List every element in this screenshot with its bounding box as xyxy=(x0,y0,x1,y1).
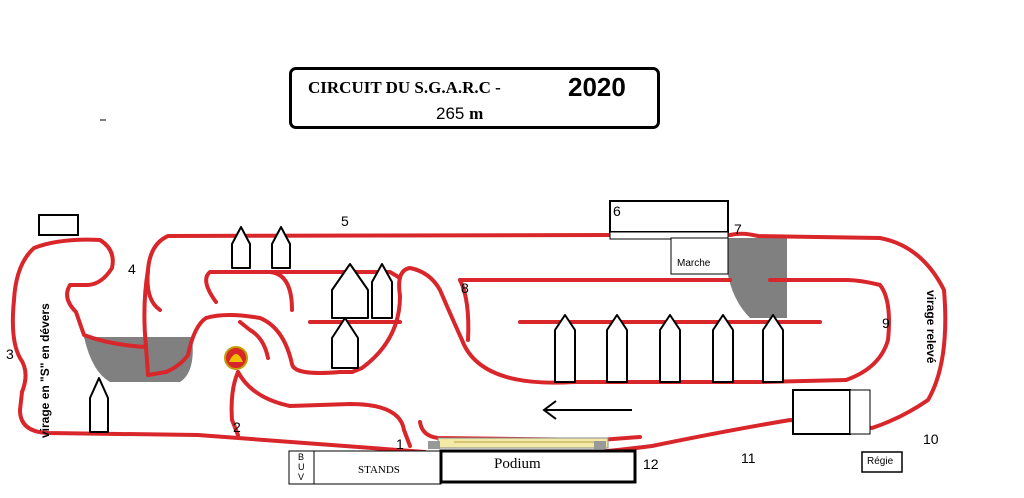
corner-9: 9 xyxy=(882,315,890,331)
title-box: CIRCUIT DU S.G.A.R.C - 2020 265 m xyxy=(289,67,660,129)
tent xyxy=(271,226,291,269)
tent xyxy=(712,314,734,383)
tent xyxy=(371,263,393,319)
corner-10: 10 xyxy=(923,431,939,447)
tent xyxy=(554,314,576,383)
corner-12: 12 xyxy=(643,456,659,472)
grey-surface-right xyxy=(727,238,787,318)
title-prefix: CIRCUIT DU S.G.A.R.C - xyxy=(308,78,501,97)
tent xyxy=(331,263,369,319)
shell-logo xyxy=(224,346,248,370)
tent xyxy=(231,226,251,269)
buv-v: V xyxy=(298,472,305,482)
corner-8: 8 xyxy=(461,280,469,296)
building-6 xyxy=(609,200,729,233)
corner-3: 3 xyxy=(6,346,14,362)
tent xyxy=(762,314,784,383)
grey-surface-left xyxy=(84,337,193,382)
building-6-shadow xyxy=(609,231,729,240)
marche-label: Marche xyxy=(677,258,711,269)
podium-label: Podium xyxy=(494,456,541,472)
stands-box xyxy=(313,450,442,485)
tent xyxy=(606,314,628,383)
buv-b: B xyxy=(298,452,305,462)
corner-2: 2 xyxy=(233,419,241,435)
corner-4: 4 xyxy=(128,261,136,277)
distance-value: 265 xyxy=(436,104,465,123)
virage-releve-label: virage relevé xyxy=(924,290,938,364)
box-top-left xyxy=(38,214,79,236)
tent xyxy=(89,377,109,433)
regie-box xyxy=(861,451,903,473)
corner-1: 1 xyxy=(396,436,404,452)
buv-box xyxy=(288,450,315,485)
regie-label: Régie xyxy=(867,456,894,467)
tents xyxy=(89,226,784,433)
corner-6: 6 xyxy=(613,203,621,219)
tent xyxy=(331,317,359,369)
corner-7: 7 xyxy=(734,221,742,237)
podium-strip-end-right xyxy=(594,441,606,449)
direction-arrow xyxy=(542,400,632,420)
marche-box xyxy=(670,237,729,275)
regie-shelter-side xyxy=(849,389,871,435)
podium-box xyxy=(439,449,637,484)
regie-shelter xyxy=(792,389,851,435)
podium-strip xyxy=(437,437,609,449)
title-distance: 265 m xyxy=(436,104,483,124)
tent xyxy=(659,314,681,383)
stands-label: STANDS xyxy=(358,464,400,476)
corner-11: 11 xyxy=(741,450,756,466)
title-year: 2020 xyxy=(568,72,626,102)
virage-s-label: virage en "S" en dévers xyxy=(38,303,52,438)
buv-u: U xyxy=(298,462,305,472)
podium-strip-end-left xyxy=(428,441,440,449)
distance-unit: m xyxy=(469,104,484,123)
corner-5: 5 xyxy=(341,213,349,229)
